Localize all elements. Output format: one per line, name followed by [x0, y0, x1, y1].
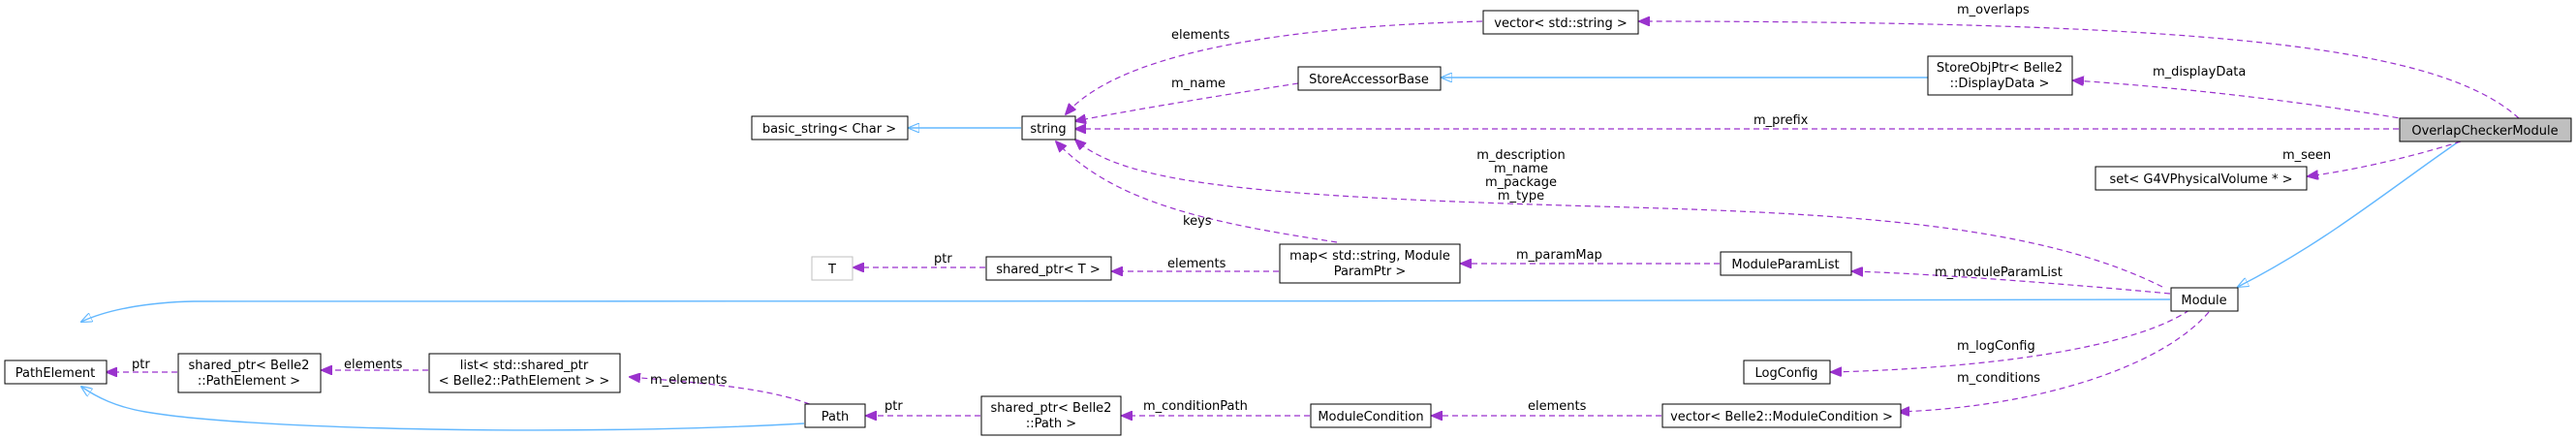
edges: [81, 20, 2520, 431]
edge-storeaccessorbase-string: [1075, 82, 1299, 121]
node-module-condition[interactable]: ModuleCondition: [1310, 403, 1432, 428]
edge-path-list: [630, 377, 820, 409]
node-module-param-list[interactable]: ModuleParamList: [1720, 251, 1852, 276]
edge-overlap-vector-string: [1639, 21, 2520, 119]
edge-label-elements-map: elements: [1167, 257, 1226, 271]
node-log-config[interactable]: LogConfig: [1743, 360, 1831, 385]
edge-label-m-seen: m_seen: [2282, 148, 2331, 163]
node-shared-ptr-t[interactable]: shared_ptr< T >: [985, 256, 1112, 281]
node-label-line2: ::PathElement >: [198, 374, 300, 389]
node-overlap-checker-module[interactable]: OverlapCheckerModule: [2399, 117, 2572, 142]
edge-module-pathelement: [81, 298, 2171, 322]
edge-label-elements-vector: elements: [1171, 28, 1230, 43]
edge-module-string: [1075, 140, 2163, 288]
edge-label-module-string-2: m_name: [1494, 162, 1548, 176]
node-label-line1: StoreObjPtr< Belle2: [1937, 61, 2063, 76]
edge-label-module-string-4: m_type: [1498, 189, 1544, 203]
node-vector-module-condition[interactable]: vector< Belle2::ModuleCondition >: [1661, 403, 1902, 428]
node-label-line1: shared_ptr< Belle2: [189, 359, 310, 373]
node-label: shared_ptr< T >: [996, 263, 1100, 277]
node-label: PathElement: [16, 366, 95, 381]
node-label: T: [827, 263, 836, 277]
edge-label-ptr-t: ptr: [934, 252, 952, 266]
node-store-accessor-base[interactable]: StoreAccessorBase: [1297, 66, 1442, 91]
edge-module-vector-modulecondition: [1899, 311, 2210, 412]
node-path-element[interactable]: PathElement: [4, 360, 108, 385]
edge-label-m-prefix: m_prefix: [1754, 113, 1809, 128]
node-T[interactable]: T: [811, 256, 853, 281]
edge-module-logconfig: [1831, 309, 2190, 372]
node-label-line1: shared_ptr< Belle2: [991, 401, 1112, 416]
node-set-g4v[interactable]: set< G4VPhysicalVolume * >: [2095, 166, 2308, 191]
node-label: Module: [2181, 294, 2226, 308]
edge-map-string-keys: [1056, 141, 1338, 243]
node-basic-string[interactable]: basic_string< Char >: [751, 115, 909, 141]
node-shared-ptr-pathelement[interactable]: shared_ptr< Belle2 ::PathElement >: [177, 353, 322, 393]
node-label: LogConfig: [1755, 366, 1818, 381]
edge-path-pathelement: [81, 387, 805, 431]
node-label: vector< Belle2::ModuleCondition >: [1670, 410, 1893, 424]
edge-label-ptr-pe: ptr: [132, 358, 150, 372]
node-label-line2: ::Path >: [1026, 417, 1076, 431]
edge-label-m-conditions: m_conditions: [1957, 371, 2040, 386]
edge-label-m-name: m_name: [1171, 77, 1226, 91]
node-string[interactable]: string: [1021, 115, 1076, 141]
nodes: OverlapCheckerModule vector< std::string…: [4, 10, 2572, 436]
node-module[interactable]: Module: [2170, 287, 2239, 312]
node-label: string: [1030, 122, 1066, 137]
node-label: Path: [822, 410, 850, 424]
edge-label-m-elements: m_elements: [650, 373, 728, 388]
node-label-line2: < Belle2::PathElement > >: [439, 374, 610, 389]
edge-label-ptr-path: ptr: [885, 399, 903, 414]
node-label: OverlapCheckerModule: [2411, 124, 2558, 139]
edge-module-moduleparamlist: [1852, 271, 2171, 295]
node-map[interactable]: map< std::string, Module ParamPtr >: [1279, 243, 1461, 284]
edge-overlap-module: [2238, 141, 2460, 287]
node-label-line1: list< std::shared_ptr: [460, 359, 589, 373]
edge-labels: m_overlaps m_displayData m_prefix m_seen…: [132, 3, 2331, 414]
node-shared-ptr-path[interactable]: shared_ptr< Belle2 ::Path >: [980, 395, 1122, 436]
node-path[interactable]: Path: [804, 403, 866, 428]
node-label: StoreAccessorBase: [1309, 73, 1429, 87]
node-label-line2: ParamPtr >: [1334, 265, 1407, 279]
node-label-line1: map< std::string, Module: [1289, 249, 1450, 264]
edge-label-module-string-3: m_package: [1485, 175, 1557, 190]
edge-label-elements-cond: elements: [1528, 399, 1587, 414]
edge-label-m-moduleparamlist: m_moduleParamList: [1935, 266, 2063, 280]
node-label: vector< std::string >: [1494, 16, 1627, 31]
edge-overlap-storeobjptr: [2073, 80, 2418, 122]
edge-label-m-logconfig: m_logConfig: [1957, 339, 2035, 354]
edge-label-module-string-1: m_description: [1476, 148, 1565, 163]
edge-label-m-conditionpath: m_conditionPath: [1143, 399, 1248, 414]
edge-label-elements-list: elements: [344, 358, 403, 372]
node-label: ModuleCondition: [1318, 410, 1423, 424]
edge-vectorstring-string: [1066, 20, 1483, 114]
edge-overlap-set: [2308, 141, 2462, 176]
node-label: set< G4VPhysicalVolume * >: [2109, 172, 2292, 187]
node-label: basic_string< Char >: [762, 122, 896, 137]
node-list[interactable]: list< std::shared_ptr < Belle2::PathElem…: [428, 353, 621, 393]
edge-label-m-overlaps: m_overlaps: [1957, 3, 2030, 17]
edge-label-keys: keys: [1183, 214, 1212, 229]
edge-label-m-displaydata: m_displayData: [2153, 65, 2246, 79]
node-label-line2: ::DisplayData >: [1950, 77, 2050, 91]
node-label: ModuleParamList: [1731, 258, 1839, 272]
edge-label-m-parammap: m_paramMap: [1516, 248, 1602, 263]
node-vector-string[interactable]: vector< std::string >: [1482, 10, 1639, 35]
node-store-obj-ptr[interactable]: StoreObjPtr< Belle2 ::DisplayData >: [1927, 55, 2073, 96]
